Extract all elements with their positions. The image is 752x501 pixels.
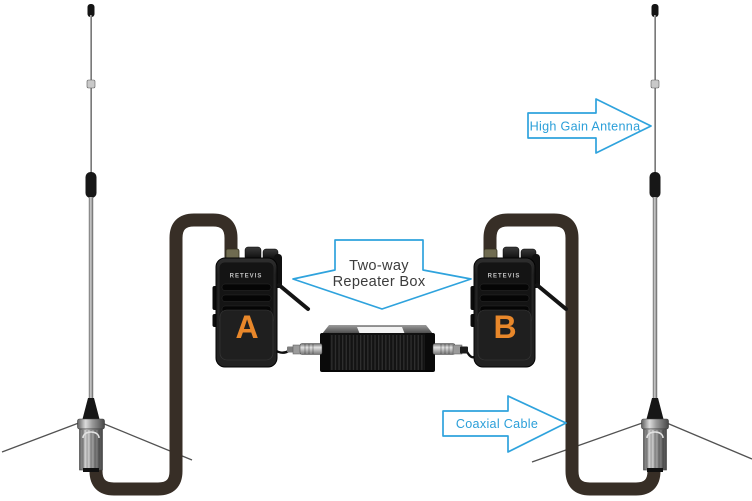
ground-radial xyxy=(661,420,752,460)
repeater-end-cap-right xyxy=(425,333,435,372)
right-arrow-icon xyxy=(442,395,567,453)
radio-a: RETEVIS A xyxy=(212,246,283,368)
right-coaxial-cable xyxy=(483,213,661,496)
down-arrow-icon xyxy=(292,239,472,310)
repeater-label-sticker xyxy=(357,327,405,335)
retevis-logo: RETEVIS xyxy=(230,274,263,280)
radio-a-label: A xyxy=(235,309,258,345)
right-high-gain-antenna xyxy=(640,3,670,473)
radio-b: RETEVIS B xyxy=(470,246,541,368)
high-gain-antenna-label: High Gain Antenna xyxy=(530,120,641,134)
repeater-callout-line2: Repeater Box xyxy=(333,274,426,290)
radio-b-belt-clip xyxy=(535,283,568,311)
left-coaxial-cable xyxy=(89,213,238,496)
repeater-box xyxy=(271,325,480,372)
coaxial-cable-callout: Coaxial Cable xyxy=(442,395,567,453)
coaxial-cable-label: Coaxial Cable xyxy=(456,417,538,431)
ground-radial xyxy=(1,420,85,453)
left-high-gain-antenna xyxy=(76,3,106,473)
repeater-connector-right xyxy=(432,343,468,355)
two-way-repeater-box-callout: Two-way Repeater Box xyxy=(292,239,472,310)
repeater-connector-left xyxy=(287,343,323,355)
repeater-end-cap-left xyxy=(320,333,330,372)
repeater-callout-line1: Two-way xyxy=(349,258,409,274)
right-arrow-icon xyxy=(527,98,652,154)
retevis-logo: RETEVIS xyxy=(488,274,521,280)
ground-radial xyxy=(531,420,649,463)
ground-radials xyxy=(1,420,752,463)
radio-b-label: B xyxy=(493,309,516,345)
radio-a-belt-clip xyxy=(277,283,310,311)
high-gain-antenna-callout: High Gain Antenna xyxy=(527,98,652,154)
repeater-heatsink-fins xyxy=(330,335,425,370)
